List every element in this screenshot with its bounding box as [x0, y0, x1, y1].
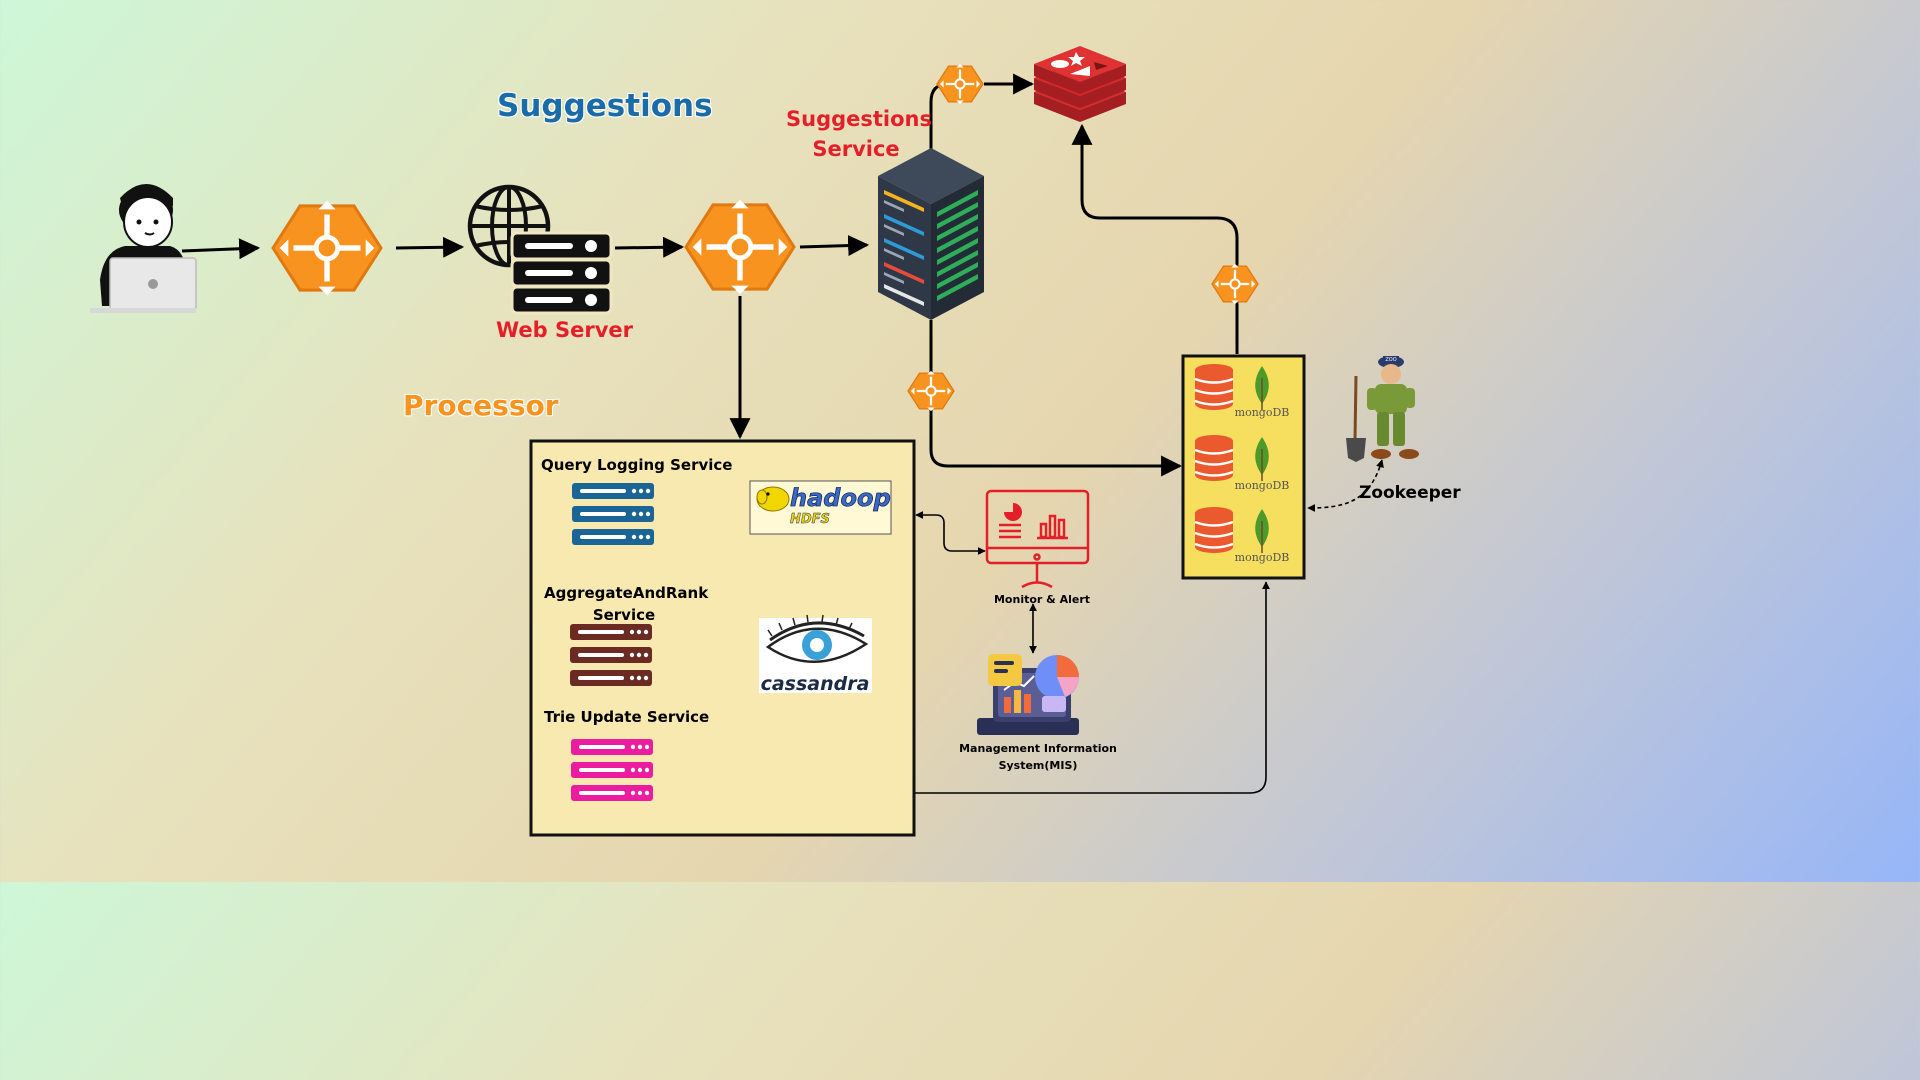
globe-server-icon — [467, 184, 613, 315]
suggestions-service-label: Suggestions Service — [786, 104, 932, 164]
arrow-trie-to-mongo — [653, 581, 1270, 794]
trie-update-servers-icon — [571, 739, 653, 801]
load-balancer-icon — [936, 63, 984, 105]
user-with-laptop-icon — [90, 184, 197, 313]
aggregate-rank-line2: Service — [592, 606, 656, 624]
query-logging-service-label: Query Logging Service — [541, 456, 733, 474]
mongodb-label: mongoDB — [1235, 406, 1290, 419]
aggregate-rank-service-label: AggregateAndRank Service — [544, 582, 709, 626]
arrow-rack-to-mongo — [929, 320, 1183, 477]
architecture-diagram: hadoop HDFS cassandra — [90, 46, 1419, 837]
load-balancer-icon — [271, 200, 383, 296]
mongodb-label: mongoDB — [1235, 551, 1290, 564]
redis-cache-icon — [1034, 46, 1126, 122]
arrow-user-to-lb — [181, 238, 261, 260]
hdfs-logo-text: HDFS — [790, 512, 830, 527]
load-balancer-icon — [907, 370, 955, 412]
mis-line1: Management Information — [959, 742, 1117, 755]
query-logging-servers-icon — [572, 483, 654, 545]
mongodb-label: mongoDB — [1235, 479, 1290, 492]
cassandra-icon: cassandra — [759, 614, 872, 695]
arrow-zookeeper-mongo — [1307, 459, 1384, 512]
suggestions-title: Suggestions — [497, 88, 713, 124]
hadoop-logo-text: hadoop — [790, 484, 891, 512]
arrow-hdfs-monitor — [915, 511, 986, 555]
monitor-alert-label: Monitor & Alert — [993, 593, 1091, 606]
trie-update-service-label: Trie Update Service — [544, 708, 710, 726]
connectors — [181, 73, 1239, 477]
suggestions-service-line2: Service — [812, 137, 900, 161]
suggestions-service-line1: Suggestions — [786, 107, 932, 131]
load-balancer-icon — [684, 199, 796, 295]
arrow-lb-to-webserver — [395, 236, 465, 258]
zookeeper-icon: ZOO — [1346, 356, 1419, 462]
zookeeper-label: Zookeeper — [1359, 483, 1461, 503]
mis-label: Management Information System(MIS) — [958, 740, 1118, 774]
hadoop-hdfs-icon: hadoop HDFS — [749, 480, 892, 535]
cassandra-logo-text: cassandra — [761, 673, 870, 695]
arrow-lb-to-suggestions-service — [799, 235, 870, 257]
svg-text:ZOO: ZOO — [1385, 357, 1396, 363]
web-server-label: Web Server — [496, 318, 634, 342]
aggregate-rank-servers-icon — [570, 624, 652, 686]
arrow-mongo-to-redis — [1071, 123, 1239, 354]
load-balancer-icon — [1211, 263, 1259, 305]
mis-line2: System(MIS) — [998, 759, 1078, 772]
mis-dashboard-icon — [977, 654, 1079, 735]
monitor-alert-icon — [985, 489, 1090, 589]
server-rack-icon — [878, 148, 984, 320]
processor-title: Processor — [403, 389, 559, 422]
aggregate-rank-line1: AggregateAndRank — [544, 584, 709, 602]
arrow-webserver-to-lb — [614, 236, 685, 258]
